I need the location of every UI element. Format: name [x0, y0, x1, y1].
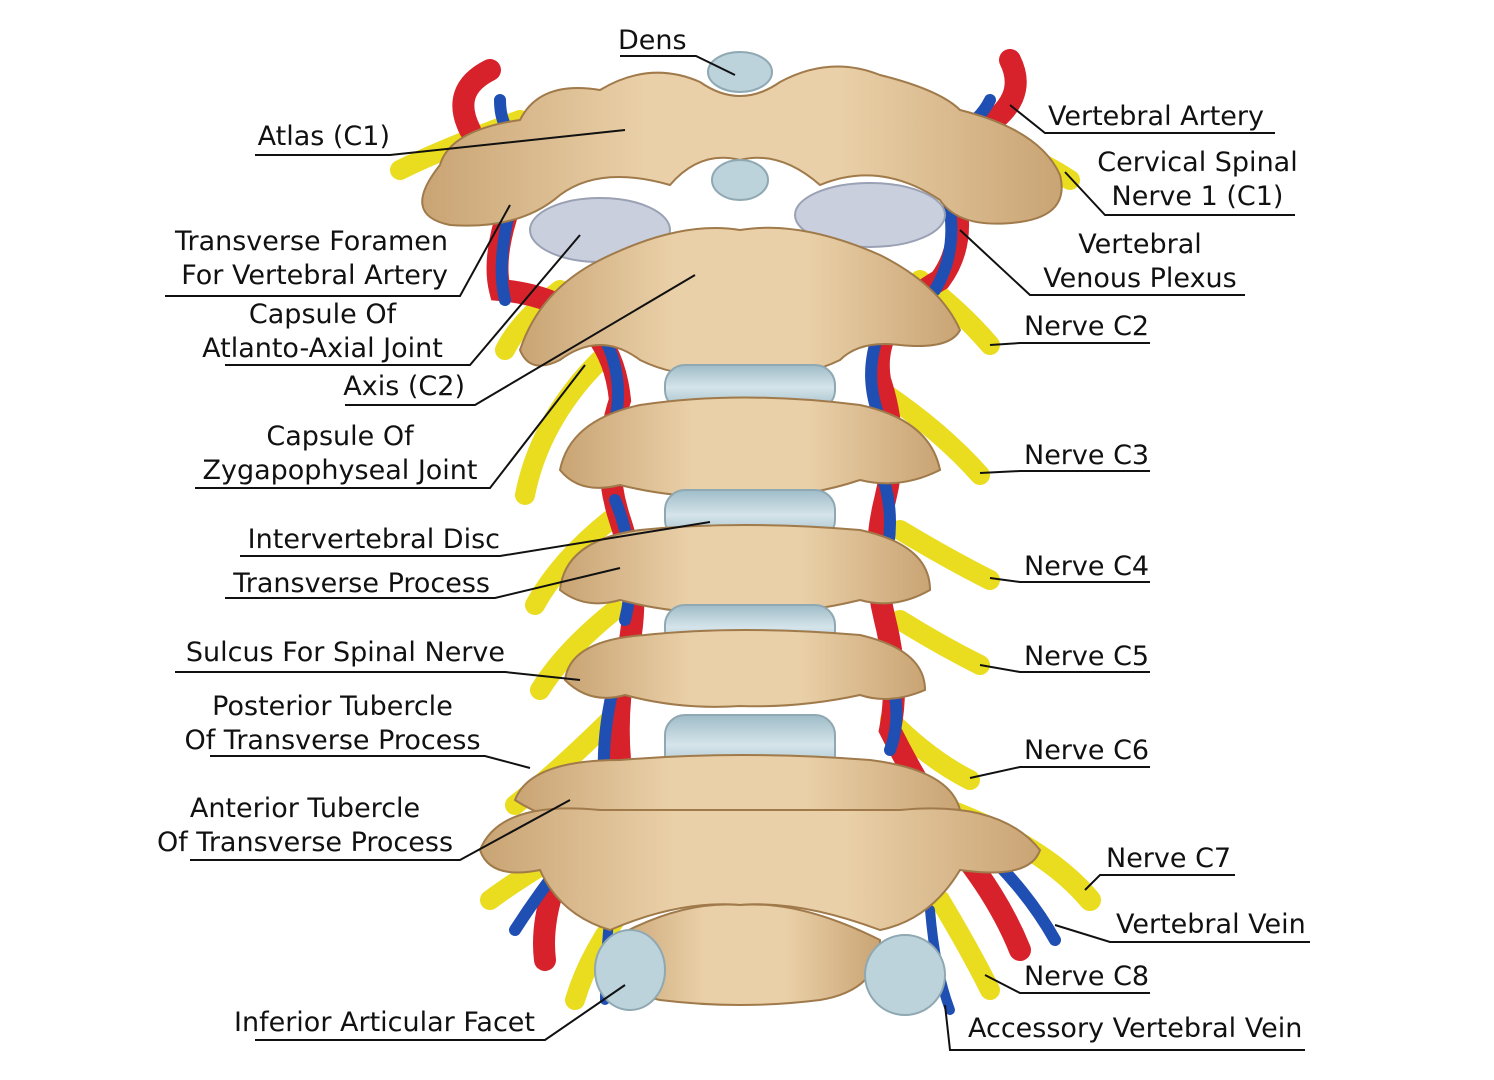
leader-transverse-foramen [165, 204, 511, 297]
label-axis: Axis (C2) [343, 371, 465, 402]
left-nerve-c4 [525, 510, 620, 615]
leader-accessory-vein [944, 1004, 1305, 1051]
vertebral-column [478, 364, 1042, 1016]
label-capsule-zygapophyseal: Capsule Of Zygapophyseal Joint [202, 421, 478, 486]
leader-capsule-atlanto [225, 234, 581, 366]
label-cervical-spinal-nerve: Cervical Spinal Nerve 1 (C1) [1097, 147, 1298, 212]
leader-axis [345, 274, 696, 406]
label-transverse-foramen: Transverse Foramen For Vertebral Artery [174, 226, 448, 291]
label-nerve-c6: Nerve C6 [1024, 735, 1150, 766]
right-nerve-c4 [890, 520, 1000, 590]
leader-nerve-c2 [989, 342, 1150, 346]
leader-inferior-facet [255, 984, 626, 1041]
leader-sulcus [175, 671, 581, 681]
leader-vertebral-artery [1009, 104, 1275, 134]
dens-shape [707, 51, 773, 93]
left-nerve-c5 [530, 600, 625, 700]
label-nerve-c5: Nerve C5 [1024, 641, 1150, 672]
leader-anterior-tubercle [190, 799, 571, 861]
leader-nerve-c7 [1084, 874, 1235, 891]
leader-posterior-tubercle [210, 755, 531, 769]
label-nerve-c8: Nerve C8 [1024, 961, 1150, 992]
right-nerve-c8 [930, 890, 1000, 1000]
leader-venous-plexus [959, 229, 1245, 296]
leader-lines [165, 55, 1310, 1051]
leader-capsule-zyga [195, 364, 586, 489]
label-intervertebral-disc: Intervertebral Disc [247, 524, 500, 555]
label-posterior-tubercle: Posterior Tubercle Of Transverse Process [184, 691, 481, 756]
label-capsule-atlanto-axial: Capsule Of Atlanto-Axial Joint [202, 299, 443, 364]
atlas-shape [421, 65, 1063, 227]
label-nerve-c2: Nerve C2 [1024, 311, 1150, 342]
leader-intervertebral-disc [240, 521, 711, 557]
vertebra-c3 [558, 396, 942, 498]
label-anterior-tubercle: Anterior Tubercle Of Transverse Process [156, 793, 454, 858]
leader-transverse-process [225, 567, 621, 599]
vertebra-c5 [563, 629, 927, 708]
label-accessory-vein: Accessory Vertebral Vein [968, 1013, 1303, 1044]
label-inferior-facet: Inferior Articular Facet [234, 1007, 535, 1038]
leader-nerve-c6 [969, 766, 1150, 779]
dens-lower [711, 159, 769, 201]
label-transverse-process: Transverse Process [233, 568, 490, 599]
label-nerve-c7: Nerve C7 [1106, 843, 1232, 874]
right-nerve-c5 [890, 610, 990, 675]
leader-nerve-c8 [984, 974, 1150, 994]
leader-dens [620, 55, 736, 76]
left-nerve-c3 [515, 350, 610, 505]
inferior-facet-left [594, 929, 666, 1011]
axis-shape [518, 226, 962, 377]
atlanto-axial-capsule-right [794, 182, 946, 248]
leader-nerve-c3 [979, 470, 1150, 474]
label-dens: Dens [618, 25, 687, 56]
leader-vertebral-vein [1054, 924, 1310, 943]
label-vertebral-artery: Vertebral Artery [1048, 101, 1264, 132]
leader-nerve-c5 [979, 664, 1150, 673]
vertebra-c4 [558, 524, 932, 614]
leader-nerve-c4 [989, 577, 1150, 583]
label-venous-plexus: Vertebral Venous Plexus [1043, 229, 1237, 294]
inferior-facet-right [864, 934, 946, 1016]
label-nerve-c3: Nerve C3 [1024, 440, 1150, 471]
leader-atlas [255, 129, 626, 156]
vertebra-c7 [478, 807, 1042, 932]
leader-cervical-spinal-nerve [1064, 171, 1295, 216]
label-nerve-c4: Nerve C4 [1024, 551, 1150, 582]
label-atlas: Atlas (C1) [257, 121, 390, 152]
label-sulcus: Sulcus For Spinal Nerve [185, 637, 505, 668]
label-vertebral-vein: Vertebral Vein [1116, 909, 1306, 940]
